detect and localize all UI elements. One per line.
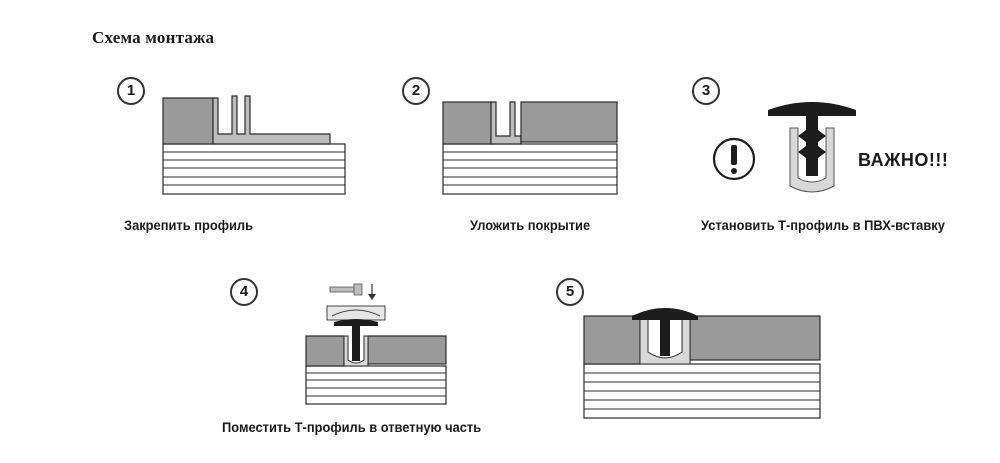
step-4-illustration — [305, 283, 447, 405]
step-3-number: 3 — [692, 77, 720, 105]
step-2-illustration — [442, 101, 618, 195]
step-5-number: 5 — [556, 278, 584, 306]
step-2-caption: Уложить покрытие — [470, 217, 591, 233]
step-1-number: 1 — [117, 77, 145, 105]
step-4-caption: Поместить Т-профиль в ответную часть — [222, 419, 482, 435]
step-5-illustration — [583, 308, 821, 419]
step-2-number: 2 — [402, 77, 430, 105]
important-label: ВАЖНО!!! — [858, 150, 949, 170]
step-1-illustration — [162, 95, 346, 195]
step-3-caption: Установить Т-профиль в ПВХ-вставку — [701, 217, 945, 233]
step-1-caption: Закрепить профиль — [124, 217, 254, 233]
step-4-number: 4 — [230, 278, 258, 306]
step-3-illustration — [712, 102, 856, 193]
page-title: Схема монтажа — [92, 28, 215, 47]
